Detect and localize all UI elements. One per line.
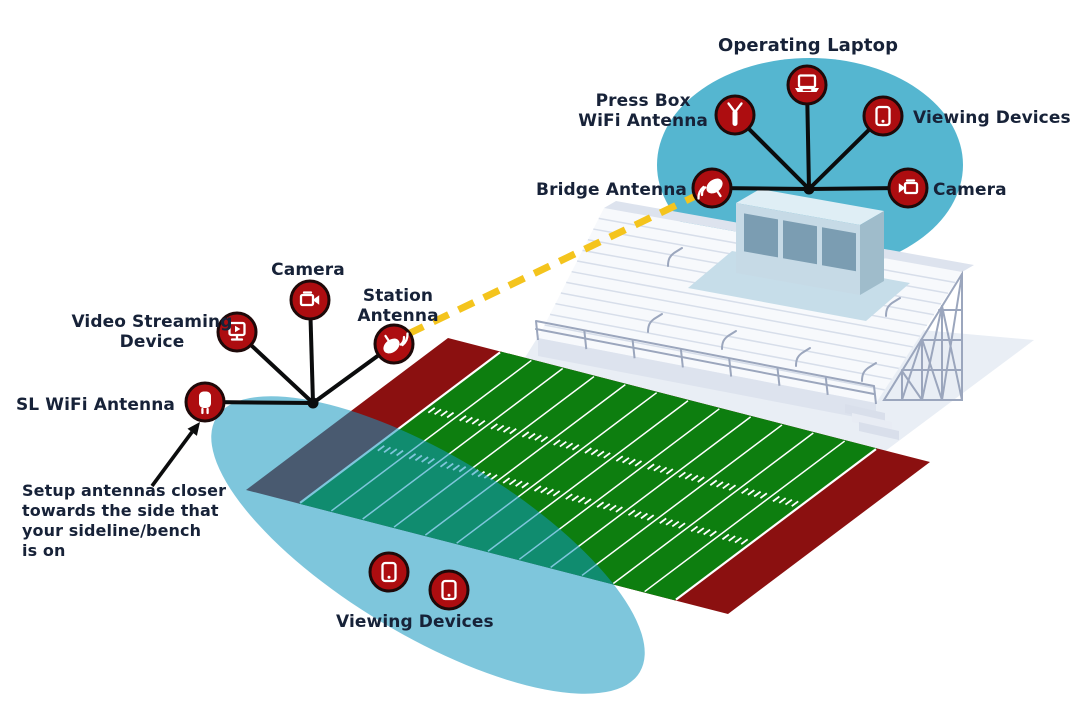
access-point-icon xyxy=(184,381,226,423)
annotation-line1: Setup antennas closer xyxy=(22,481,227,500)
press-box-window xyxy=(744,213,778,258)
annotation-line3: your sideline/bench xyxy=(22,521,202,540)
setup-annotation: Setup antennas closer towards the side t… xyxy=(22,481,226,561)
viewing-devices-top-label: Viewing Devices xyxy=(913,108,1071,128)
station-antenna-line1: Station xyxy=(362,286,434,306)
tablet-icon xyxy=(368,551,410,593)
bridge-antenna-label: Bridge Antenna xyxy=(536,180,687,200)
station-antenna-label: Station Antenna xyxy=(357,286,438,326)
tablet-icon xyxy=(428,569,470,611)
press-box-wifi-line1: Press Box xyxy=(595,91,691,111)
video-streaming-line2: Device xyxy=(119,332,185,352)
tablet-icon xyxy=(862,95,904,137)
video-camera-icon xyxy=(887,167,929,209)
satellite-dish-icon xyxy=(373,323,415,365)
video-streaming-line1: Video Streaming xyxy=(71,312,233,332)
bleacher-front-wall xyxy=(538,338,876,421)
laptop-icon xyxy=(786,64,828,106)
press-box-window xyxy=(783,220,817,265)
viewing-devices-bottom-label: Viewing Devices xyxy=(336,612,494,632)
front-railing xyxy=(535,320,877,405)
annotation-line2: towards the side that xyxy=(22,501,219,520)
pressbox-hub-dot xyxy=(803,183,815,195)
end-truss xyxy=(882,270,963,401)
annotation-line4: is on xyxy=(22,541,66,560)
press-box-wifi-line2: WiFi Antenna xyxy=(578,111,708,131)
satellite-dish-icon xyxy=(691,167,733,209)
camera-pressbox-label: Camera xyxy=(933,180,1007,200)
yard-lines xyxy=(300,352,876,599)
press-box-window xyxy=(822,227,856,272)
press-box xyxy=(688,189,910,321)
sl-wifi-antenna-label: SL WiFi Antenna xyxy=(15,395,175,415)
camera-sideline-label: Camera xyxy=(271,260,345,280)
video-streaming-device-label: Video Streaming Device xyxy=(71,312,232,352)
press-box-wifi-antenna-label: Press Box WiFi Antenna xyxy=(578,91,708,131)
sideline-hub-dot xyxy=(307,397,319,409)
sideline-coverage-bubble xyxy=(211,396,645,694)
video-camera-icon xyxy=(289,279,331,321)
station-antenna-line2: Antenna xyxy=(357,306,439,326)
operating-laptop-label: Operating Laptop xyxy=(717,35,899,56)
bleacher-stairs xyxy=(845,404,899,440)
annotation-arrow xyxy=(150,422,200,488)
wifi-antenna-icon xyxy=(714,94,756,136)
streaming-monitor-icon xyxy=(216,311,258,353)
